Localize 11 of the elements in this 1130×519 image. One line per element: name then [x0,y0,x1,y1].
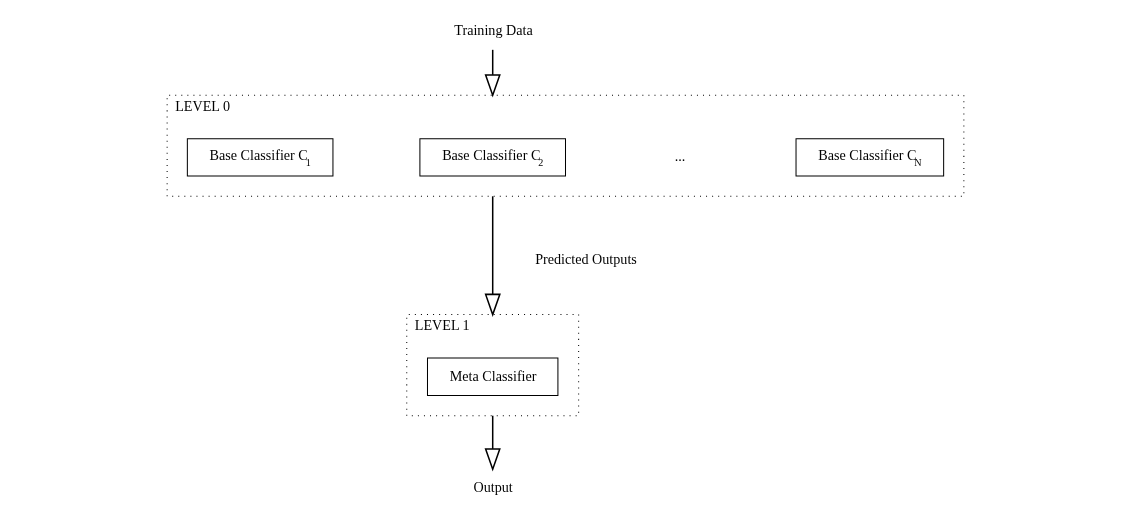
node-box: Base Classifier C$_{N}$ [795,138,944,177]
node-box: Meta Classifier [426,357,558,396]
arrow [484,414,501,472]
node-text: Training Data [453,21,533,38]
node-box: Base Classifier C$_{2}$ [418,138,566,177]
label: ... [674,148,685,165]
node-box: Base Classifier C$_{1}$ [186,138,333,177]
arrow [484,195,501,317]
node-text: Output [472,478,513,495]
edge-label: Predicted Outputs [534,250,637,267]
arrow [484,49,501,98]
